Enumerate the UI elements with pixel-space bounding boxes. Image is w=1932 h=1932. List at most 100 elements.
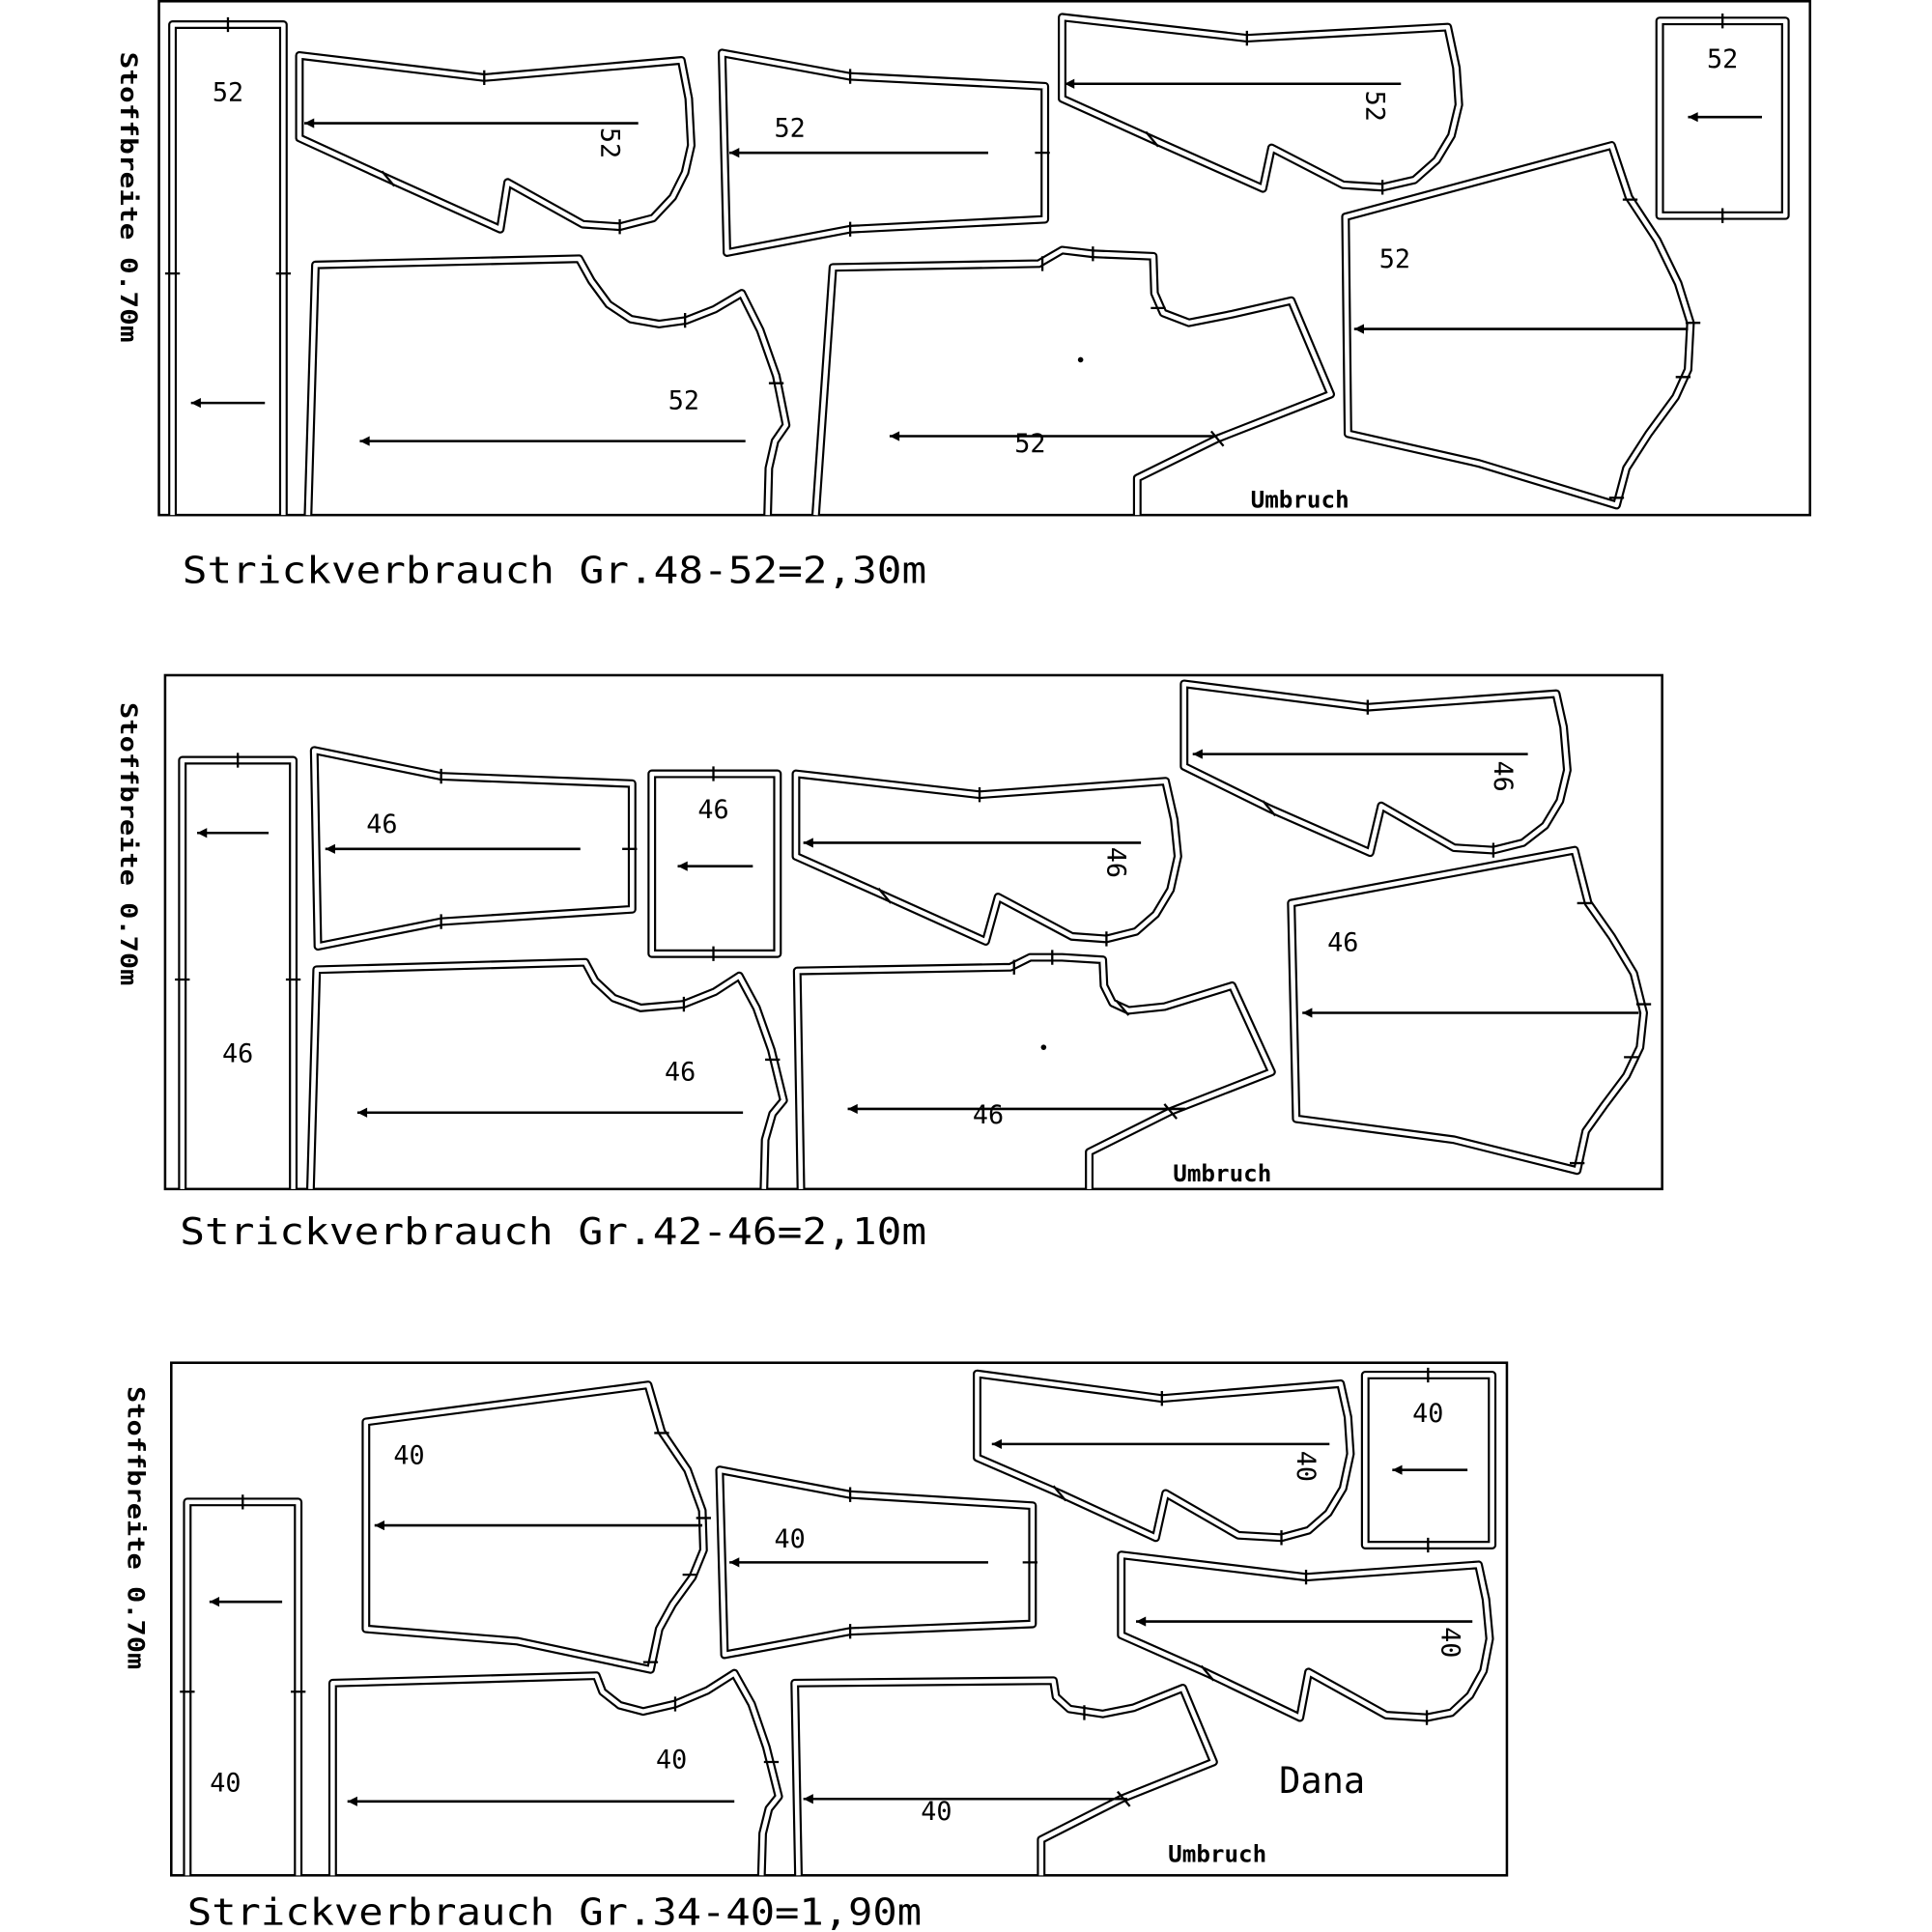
pattern-piece-sleeve: 40 — [361, 1380, 711, 1674]
size-label: 46 — [366, 810, 397, 839]
piece-outline-inner — [1119, 1552, 1492, 1720]
piece-outline — [810, 245, 1336, 516]
pattern-piece-front: 46 — [792, 950, 1276, 1189]
piece-outline-inner — [363, 1382, 706, 1672]
piece-outline-inner — [649, 771, 781, 956]
notch-marks — [684, 312, 784, 384]
piece-outline-inner — [330, 1670, 781, 1876]
piece-outline-inner — [180, 757, 296, 1189]
pattern-piece-sleeve: 46 — [1287, 845, 1652, 1176]
size-label: 40 — [393, 1440, 424, 1470]
notch-marks — [1052, 1391, 1283, 1546]
notch-marks — [440, 768, 638, 929]
piece-outline — [790, 1676, 1218, 1876]
pattern-piece-facing: 52 — [717, 48, 1050, 257]
size-label: 52 — [1014, 429, 1045, 459]
cutting-layout-48-52: Stoffbreite 0.70m 52 52 52 52 — [115, 0, 1811, 592]
pattern-piece-pocket: 46 — [647, 766, 782, 961]
fabric-frame — [170, 1361, 1509, 1877]
piece-outline-inner — [305, 256, 789, 516]
notch-marks — [682, 996, 781, 1062]
fabric-width-label: Stoffbreite 0.70m — [115, 52, 142, 343]
piece-outline — [792, 952, 1276, 1189]
piece-outline-inner — [185, 1499, 300, 1876]
notch-marks — [1040, 246, 1225, 447]
pattern-piece-band: 40 — [180, 1494, 306, 1876]
piece-outline-inner — [308, 959, 786, 1189]
notch-marks — [673, 1696, 780, 1764]
size-label: 40 — [921, 1797, 952, 1827]
piece-outline-inner — [297, 53, 694, 232]
piece-outline — [183, 1497, 303, 1876]
size-label: 40 — [210, 1769, 241, 1799]
size-label: 40 — [656, 1745, 687, 1775]
size-label: 46 — [697, 795, 728, 825]
size-label: 52 — [594, 128, 624, 158]
pattern-piece-yoke-2: 46 — [1179, 679, 1572, 858]
consumption-caption: Strickverbrauch Gr.42-46=2,10m — [180, 1210, 926, 1254]
notch-marks — [1262, 699, 1495, 858]
piece-outline-inner — [793, 771, 1180, 944]
fold-label: Umbruch — [1168, 1840, 1266, 1867]
size-label: 46 — [973, 1100, 1004, 1130]
pattern-piece-yoke-2: 52 — [1058, 13, 1463, 195]
designer-name: Dana — [1279, 1760, 1365, 1802]
pattern-piece-band: 46 — [175, 753, 301, 1189]
notch-marks — [180, 1494, 306, 1693]
size-label: 46 — [1327, 928, 1358, 958]
consumption-caption: Strickverbrauch Gr.48-52=2,30m — [183, 549, 926, 592]
size-label: 52 — [1707, 44, 1738, 74]
notch-marks — [848, 1487, 1037, 1639]
piece-outline-inner — [813, 247, 1333, 516]
size-label: 52 — [774, 114, 805, 144]
pattern-piece-back: 46 — [305, 957, 788, 1189]
piece-outline — [305, 957, 788, 1189]
notch-marks — [1570, 901, 1652, 1165]
fabric-width-label: Stoffbreite 0.70m — [123, 1386, 150, 1669]
piece-outline — [327, 1668, 783, 1876]
piece-outline — [303, 254, 791, 516]
size-label: 40 — [1412, 1399, 1443, 1429]
piece-outline-inner — [792, 1678, 1216, 1876]
piece-outline — [1058, 13, 1463, 193]
pattern-piece-pocket: 52 — [1655, 14, 1790, 223]
piece-outline-inner — [975, 1371, 1353, 1541]
piece-outline-inner — [1060, 14, 1462, 191]
notch-marks — [1145, 30, 1384, 195]
pattern-piece-front: 40 — [790, 1676, 1218, 1876]
size-label: 40 — [774, 1524, 805, 1554]
pattern-piece-facing: 46 — [309, 746, 638, 952]
size-label: 40 — [1291, 1451, 1321, 1482]
notch-marks — [175, 753, 301, 981]
piece-outline — [295, 50, 696, 234]
pattern-piece-back: 40 — [327, 1668, 783, 1876]
pattern-piece-front: 52 — [810, 245, 1336, 516]
notch-marks — [848, 69, 1050, 237]
notch-marks — [381, 70, 621, 235]
pattern-piece-yoke: 46 — [791, 769, 1182, 947]
button-mark — [1040, 1044, 1047, 1050]
fold-label: Umbruch — [1251, 487, 1350, 514]
pattern-piece-facing: 40 — [715, 1465, 1037, 1660]
size-label: 46 — [222, 1038, 253, 1068]
fabric-width-label: Stoffbreite 0.70m — [115, 702, 142, 985]
cutting-layout-42-46: Stoffbreite 0.70m 46 46 46 46 — [115, 673, 1663, 1254]
pattern-piece-pocket: 40 — [1360, 1367, 1497, 1553]
fold-label: Umbruch — [1173, 1160, 1271, 1187]
size-label: 52 — [668, 385, 699, 415]
piece-outline-inner — [1289, 847, 1646, 1174]
pattern-piece-sleeve: 52 — [1341, 141, 1701, 510]
size-label: 46 — [1488, 760, 1518, 791]
pattern-piece-yoke: 52 — [295, 50, 696, 235]
piece-outline — [361, 1380, 708, 1674]
notch-marks — [1608, 198, 1701, 499]
button-mark — [1077, 356, 1084, 363]
fabric-frame — [163, 673, 1663, 1191]
piece-outline — [178, 755, 298, 1189]
notch-marks — [877, 787, 1108, 947]
size-label: 52 — [1360, 91, 1390, 122]
notch-marks — [1083, 1705, 1131, 1807]
piece-outline-inner — [1657, 18, 1788, 218]
size-label: 52 — [213, 78, 243, 108]
